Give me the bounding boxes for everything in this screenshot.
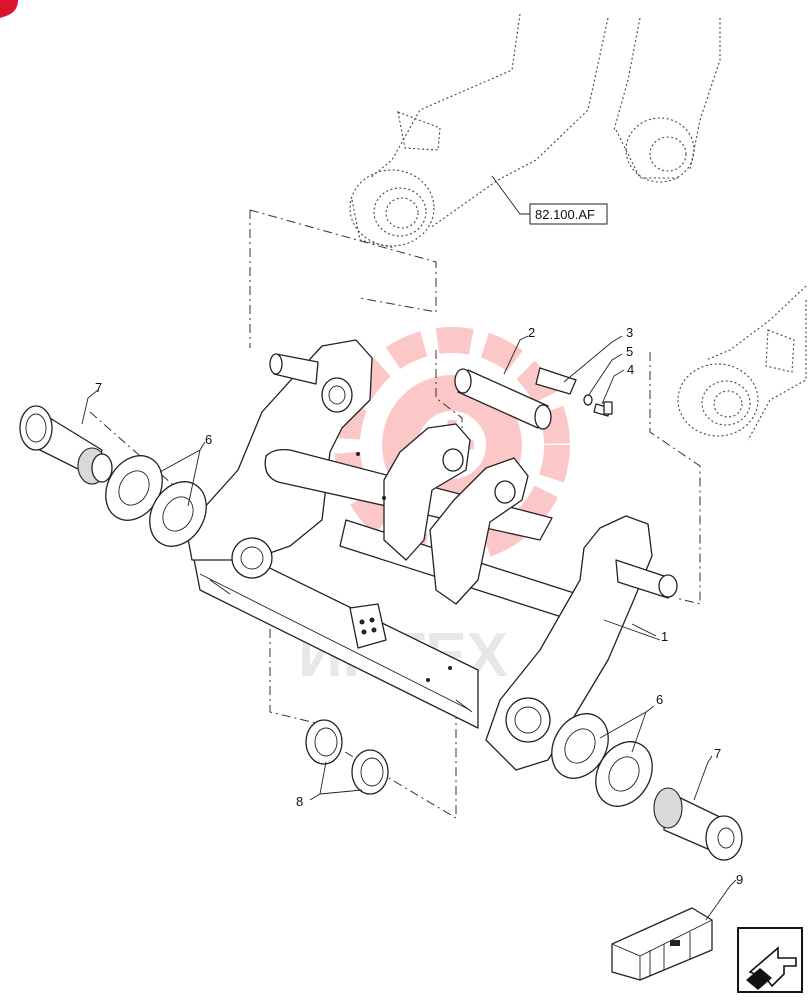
callout-7-right: 7 [714, 746, 721, 761]
bolt-4 [593, 401, 613, 417]
callout-5: 5 [626, 344, 633, 359]
return-arrow-icon[interactable] [737, 927, 803, 993]
nuts-8 [305, 719, 389, 795]
callout-6-right: 6 [656, 692, 663, 707]
callout-9: 9 [736, 872, 743, 887]
coupler-frame [185, 339, 678, 771]
shims-6-right [551, 713, 653, 807]
corner-mark [0, 0, 18, 18]
loader-arm-left [349, 13, 609, 249]
bushing-7-left [19, 405, 113, 485]
lock-plate-3 [535, 367, 577, 395]
callout-2: 2 [528, 325, 535, 340]
crate-icon [611, 907, 713, 981]
callout-1: 1 [661, 629, 668, 644]
loader-arm-right [613, 17, 721, 183]
loader-arm-right-lower [677, 285, 807, 441]
callout-4: 4 [627, 362, 634, 377]
callout-7-left: 7 [95, 380, 102, 395]
leader-lines [81, 335, 737, 921]
callout-3: 3 [626, 325, 633, 340]
washer-5 [583, 394, 593, 406]
shims-6-left [105, 455, 207, 547]
callout-6-left: 6 [205, 432, 212, 447]
callout-8: 8 [296, 794, 303, 809]
bushing-7-right [653, 787, 743, 861]
reference-box[interactable]: 82.100.AF [491, 175, 608, 225]
reference-label: 82.100.AF [535, 207, 595, 222]
pin-2 [454, 368, 552, 430]
